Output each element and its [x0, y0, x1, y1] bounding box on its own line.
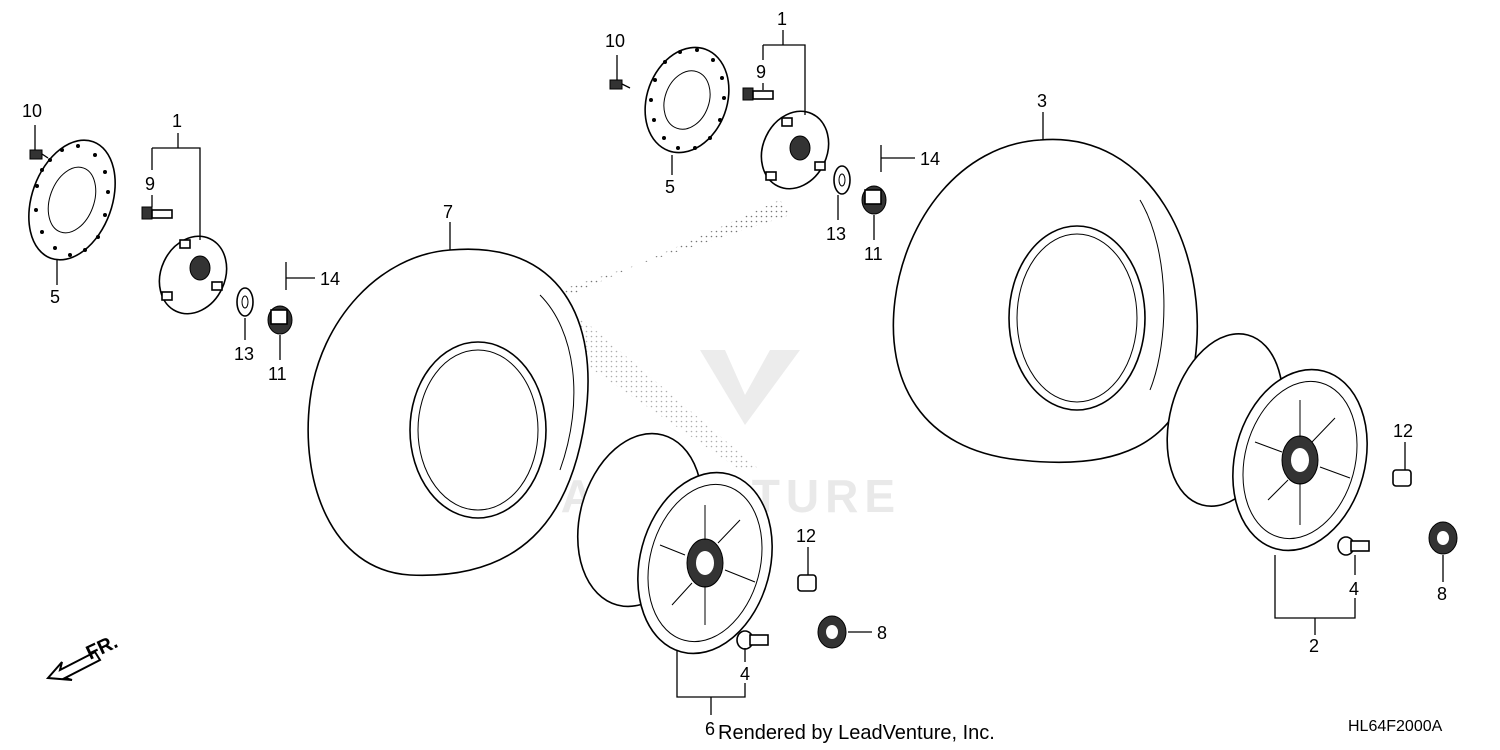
front-direction-arrow: FR.	[45, 631, 121, 681]
callout-9-right: 9	[756, 62, 766, 82]
callout-12-left: 12	[796, 526, 816, 546]
stud-9-right	[742, 87, 774, 101]
hub-left	[158, 235, 228, 315]
valve-4-left	[736, 630, 769, 650]
callout-8-left: 8	[877, 623, 887, 643]
callout-14-left: 14	[320, 269, 340, 289]
callout-labels: 10 1 9 5 14 13 11 7 10 1 9 5 14 13 11 3 …	[22, 9, 1447, 684]
callout-1-right: 1	[777, 9, 787, 29]
wheel-right	[1166, 333, 1368, 552]
nut-11-right	[861, 185, 887, 215]
leader-lines	[34, 30, 1444, 715]
callout-6: 6	[705, 719, 715, 739]
cap-8-left	[817, 615, 847, 649]
callout-13-right: 13	[826, 224, 846, 244]
cap-8-right	[1428, 521, 1458, 555]
bolt-10-right	[609, 79, 631, 90]
diagram-code: HL64F2000A	[1348, 718, 1443, 735]
callout-7: 7	[443, 202, 453, 222]
lug-nut-12-right	[1392, 469, 1412, 487]
callout-10-right: 10	[605, 31, 625, 51]
brake-disc-left	[28, 139, 116, 261]
callout-5-right: 5	[665, 177, 675, 197]
wheel-left	[576, 432, 773, 655]
hub-right	[760, 110, 830, 190]
callout-5-left: 5	[50, 287, 60, 307]
nut-11-left	[267, 305, 293, 335]
callout-4-right: 4	[1349, 579, 1359, 599]
tire-left	[307, 248, 589, 577]
callout-13-left: 13	[234, 344, 254, 364]
callout-2: 2	[1309, 636, 1319, 656]
lug-nut-12-left	[797, 574, 817, 592]
callout-11-right: 11	[864, 244, 883, 264]
callout-14-right: 14	[920, 149, 940, 169]
callout-1-left: 1	[172, 111, 182, 131]
callout-10-left: 10	[22, 101, 42, 121]
callout-4-left: 4	[740, 664, 750, 684]
washer-13-left	[236, 287, 254, 317]
callout-11-left: 11	[268, 364, 287, 384]
stud-9-left	[141, 206, 173, 220]
valve-4-right	[1337, 536, 1370, 556]
brake-disc-right	[644, 46, 730, 154]
washer-13-right	[833, 165, 851, 195]
callout-8-right: 8	[1437, 584, 1447, 604]
bolt-10-left	[29, 149, 49, 160]
rendered-by-footer: Rendered by LeadVenture, Inc.	[718, 722, 995, 744]
callout-9-left: 9	[145, 174, 155, 194]
tire-right	[892, 138, 1199, 464]
callout-3: 3	[1037, 91, 1047, 111]
callout-12-right: 12	[1393, 421, 1413, 441]
